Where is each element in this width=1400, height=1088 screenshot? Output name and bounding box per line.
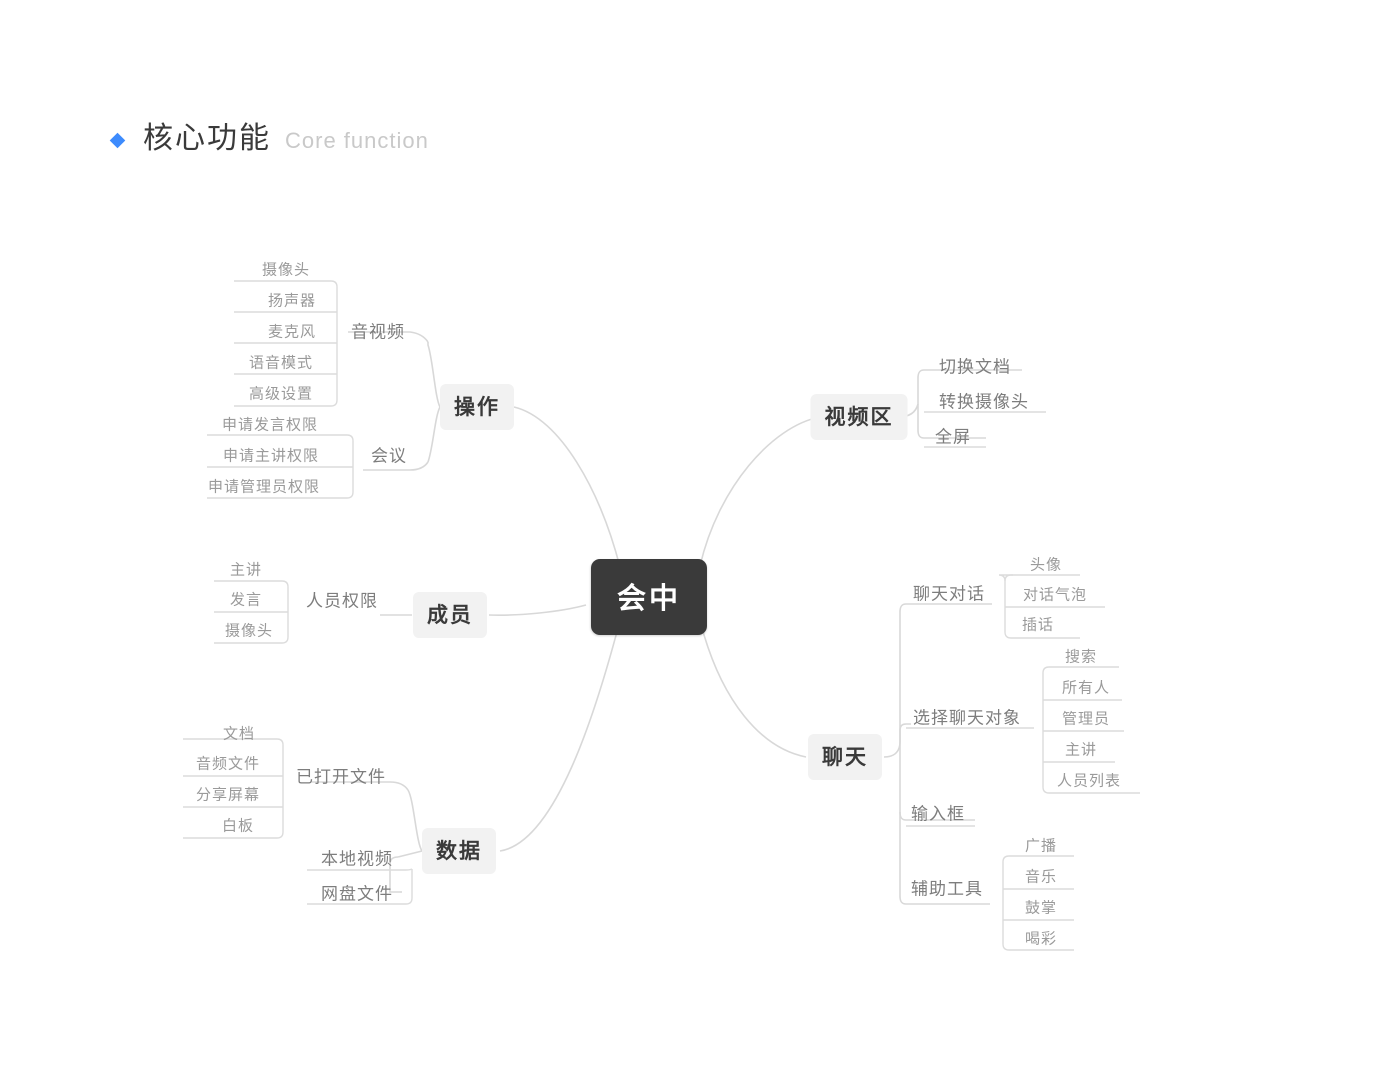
leaf-item[interactable]: 音频文件 — [195, 755, 261, 773]
leaf-item[interactable]: 鼓掌 — [1024, 899, 1058, 917]
sub-node-choose-target[interactable]: 选择聊天对象 — [913, 708, 1021, 728]
sub-node-fullscreen[interactable]: 全屏 — [935, 427, 971, 447]
sub-node-meeting[interactable]: 会议 — [371, 446, 407, 466]
leaf-item[interactable]: 麦克风 — [267, 323, 317, 341]
leaf-item[interactable]: 人员列表 — [1056, 772, 1122, 790]
leaf-item[interactable]: 分享屏幕 — [195, 786, 261, 804]
leaf-item[interactable]: 搜索 — [1064, 648, 1098, 666]
leaf-item[interactable]: 喝彩 — [1024, 930, 1058, 948]
sub-node-switch-camera[interactable]: 转换摄像头 — [939, 392, 1029, 412]
leaf-item[interactable]: 摄像头 — [261, 261, 311, 279]
page-subtitle: Core function — [285, 128, 429, 153]
page-header: 核心功能 Core function — [109, 122, 429, 155]
leaf-item[interactable]: 广播 — [1024, 837, 1058, 855]
root-node[interactable]: 会中 — [590, 559, 708, 635]
sub-node-member-permission[interactable]: 人员权限 — [306, 591, 378, 611]
branch-node-video-area[interactable]: 视频区 — [810, 394, 908, 440]
sub-node-switch-doc[interactable]: 切换文档 — [939, 357, 1011, 377]
leaf-item[interactable]: 白板 — [221, 817, 255, 835]
leaf-item[interactable]: 管理员 — [1061, 710, 1111, 728]
branch-node-chat[interactable]: 聊天 — [808, 734, 882, 780]
sub-node-opened-files[interactable]: 已打开文件 — [296, 767, 386, 787]
sub-node-aux-tools[interactable]: 辅助工具 — [911, 879, 983, 899]
leaf-item[interactable]: 头像 — [1029, 556, 1063, 574]
sub-node-av[interactable]: 音视频 — [351, 322, 405, 342]
leaf-item[interactable]: 申请主讲权限 — [222, 447, 320, 465]
leaf-item[interactable]: 插话 — [1021, 616, 1055, 634]
leaf-item[interactable]: 高级设置 — [248, 385, 314, 403]
leaf-item[interactable]: 扬声器 — [267, 292, 317, 310]
page-title: 核心功能 — [143, 122, 271, 155]
leaf-item[interactable]: 发言 — [229, 591, 263, 609]
sub-node-cloud-file[interactable]: 网盘文件 — [321, 884, 393, 904]
leaf-item[interactable]: 所有人 — [1061, 679, 1111, 697]
branch-node-data[interactable]: 数据 — [422, 828, 496, 874]
leaf-item[interactable]: 摄像头 — [224, 622, 274, 640]
leaf-item[interactable]: 对话气泡 — [1022, 586, 1088, 604]
branch-node-member[interactable]: 成员 — [413, 592, 487, 638]
leaf-item[interactable]: 文档 — [222, 725, 256, 743]
sub-node-local-video[interactable]: 本地视频 — [321, 849, 393, 869]
sub-node-chat-dialog[interactable]: 聊天对话 — [913, 584, 985, 604]
leaf-item[interactable]: 主讲 — [1064, 741, 1098, 759]
branch-node-operation[interactable]: 操作 — [440, 384, 514, 430]
leaf-item[interactable]: 音乐 — [1024, 868, 1058, 886]
sub-node-input-box[interactable]: 输入框 — [911, 804, 965, 824]
leaf-item[interactable]: 申请管理员权限 — [207, 478, 321, 496]
leaf-item[interactable]: 申请发言权限 — [221, 416, 319, 434]
leaf-item[interactable]: 主讲 — [229, 561, 263, 579]
leaf-item[interactable]: 语音模式 — [248, 354, 314, 372]
